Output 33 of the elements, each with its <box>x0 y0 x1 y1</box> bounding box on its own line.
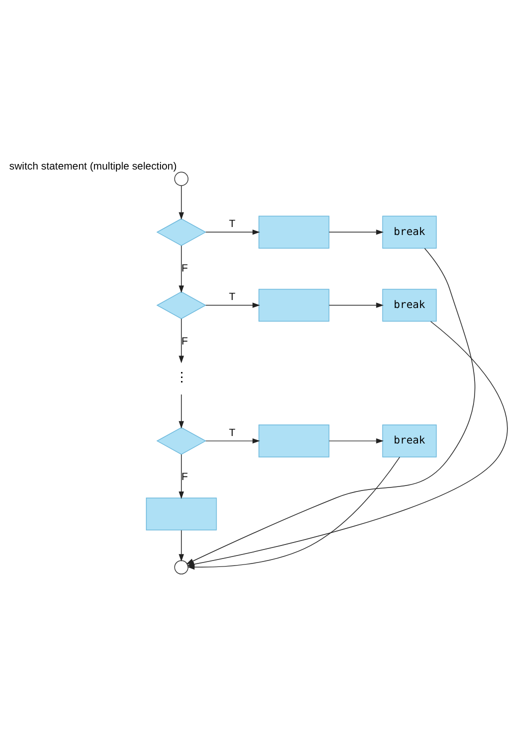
node-circle <box>174 172 188 186</box>
node-box <box>258 424 330 458</box>
arrow <box>178 245 184 293</box>
node-box: break <box>382 424 437 458</box>
edge-label: F <box>182 336 188 348</box>
edge-label: T <box>229 219 236 230</box>
edge-label: F <box>182 263 188 274</box>
node-box <box>146 498 217 530</box>
arrow <box>178 454 184 499</box>
node-label: switch statement (multiple selection) <box>9 161 177 172</box>
arrow <box>178 185 184 220</box>
arrow <box>328 302 384 308</box>
node-circle <box>174 560 188 574</box>
arrow <box>205 438 260 444</box>
node-diamond <box>156 291 206 320</box>
arrow <box>178 394 184 429</box>
node-box <box>258 288 330 322</box>
arrow <box>205 302 260 308</box>
node-box: break <box>382 216 437 249</box>
arrow <box>186 248 476 564</box>
node-diamond <box>156 427 206 455</box>
node-box <box>258 216 330 249</box>
edge-label: F <box>182 472 188 484</box>
arrow <box>328 230 384 235</box>
arrow <box>328 438 384 444</box>
arrow <box>178 318 184 364</box>
node-box: break <box>382 288 437 322</box>
node-text: ⋮ <box>174 370 188 385</box>
edge-label: T <box>229 428 236 439</box>
node-diamond <box>156 218 206 246</box>
arrow <box>205 230 260 235</box>
edge-label: T <box>229 292 236 304</box>
arrow <box>178 530 184 562</box>
